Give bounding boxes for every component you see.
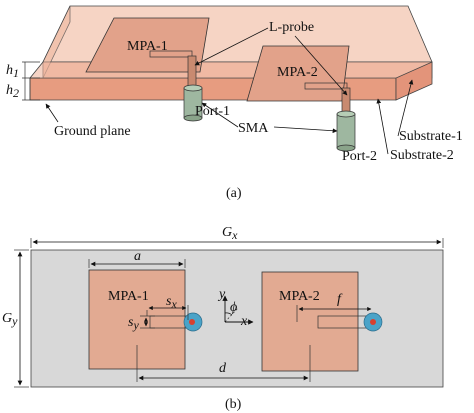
- phi-label: ϕ: [230, 300, 237, 315]
- port-1-sma: [183, 84, 203, 122]
- h1-label: h1: [6, 63, 19, 80]
- l-probe-label: L-probe: [269, 20, 314, 35]
- l-probe-arrow-2: [294, 35, 348, 96]
- axis-y-label: y: [217, 287, 226, 302]
- panel-a-caption: (a): [226, 186, 242, 201]
- mpa-1-feed-dot: [189, 319, 195, 325]
- ground-plane-label: Ground plane: [54, 124, 131, 139]
- port-2-label: Port-2: [342, 149, 377, 164]
- substrate-2-arrow: [376, 98, 389, 155]
- substrate-2-label: Substrate-2: [390, 148, 454, 163]
- port-2-sma: [336, 110, 356, 152]
- mpa-1-patch-3d: [85, 17, 210, 73]
- port-1-label: Port-1: [195, 104, 230, 119]
- f-label: f: [337, 292, 343, 307]
- l-probe-2-arm: [304, 82, 348, 90]
- sma-label: SMA: [238, 121, 269, 136]
- mpa-2-feed-dot: [370, 319, 376, 325]
- l-probe-arrow-1: [194, 27, 269, 66]
- substrate-1-label: Substrate-1: [399, 129, 463, 144]
- gx-label: Gx: [222, 225, 238, 242]
- sma-arrow-2: [273, 126, 338, 134]
- sx-label: sx: [166, 294, 177, 311]
- sy-label: sy: [128, 315, 139, 332]
- panel-b-caption: (b): [225, 397, 242, 412]
- mpa-2-top-label: MPA-2: [279, 289, 320, 304]
- substrate-1-arrow: [397, 79, 414, 137]
- a-label: a: [134, 249, 141, 264]
- mpa-1-top-label: MPA-1: [108, 289, 149, 304]
- mpa-2-label: MPA-2: [277, 65, 318, 80]
- mpa-1-label: MPA-1: [127, 39, 168, 54]
- panel-b-top-view: Gx Gy a d sx sy: [2, 225, 444, 412]
- sma-arrow-1: [201, 102, 239, 128]
- panel-a-3d-view: MPA-1 MPA-2 L-probe h1 h2 Port-1 Port-2 …: [6, 5, 463, 201]
- d-label: d: [219, 361, 227, 376]
- l-probe-2-post: [341, 87, 351, 115]
- axis-x-label: x: [240, 314, 248, 329]
- l-probe-1-arm: [149, 50, 193, 58]
- gy-label: Gy: [2, 311, 18, 328]
- ground-arrow: [45, 103, 59, 123]
- coordinate-axes: y x ϕ: [217, 287, 254, 329]
- h2-label: h2: [6, 83, 19, 100]
